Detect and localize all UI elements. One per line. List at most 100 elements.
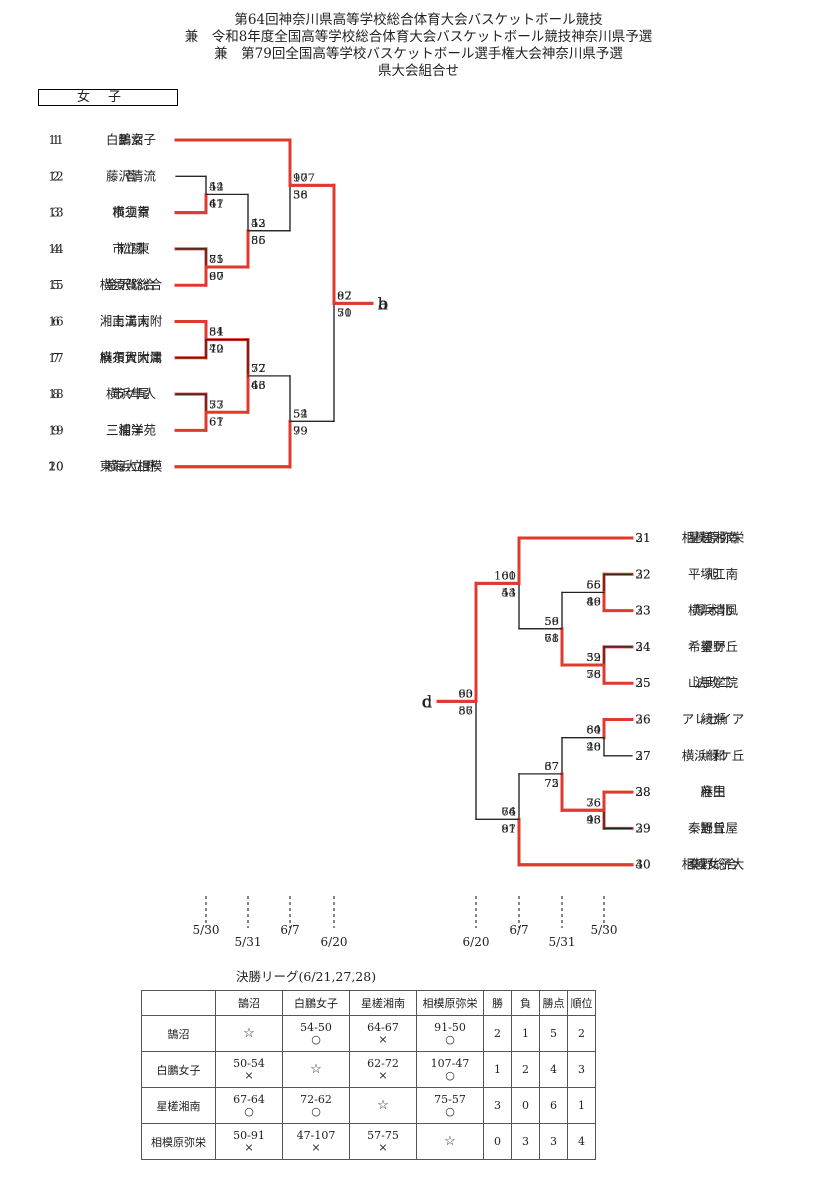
header-title-line-4: 県大会組合せ [378, 63, 459, 79]
team-number: 11 [48, 133, 63, 147]
league-result-mark: ○ [445, 1033, 455, 1046]
score-label: 38 [293, 187, 308, 201]
score-label: 56 [544, 614, 559, 628]
team-name: 相模女子大 [682, 857, 745, 872]
league-wins: 2 [483, 1015, 512, 1052]
score-label: 52 [251, 361, 266, 375]
team-name: 麻生 [700, 784, 725, 799]
league-header-row: 鵠沼白鵬女子星槎湘南相模原弥栄勝負勝点順位 [141, 990, 596, 1016]
league-header-cell: 星槎湘南 [349, 990, 417, 1016]
league-wins: 3 [483, 1087, 512, 1124]
round-date-label: 6/20 [321, 935, 348, 949]
league-score: 50-54 [233, 1057, 265, 1070]
score-label: 82 [337, 288, 352, 302]
team-name: 旭丘 [700, 820, 725, 835]
league-score: 72-62 [300, 1093, 332, 1106]
league-rank: 4 [567, 1123, 596, 1160]
header-title-line-3: 兼 第79回全国高等学校バスケットボール選手権大会神奈川県予選 [214, 46, 623, 62]
score-label: 97 [293, 170, 308, 184]
league-score: 75-57 [434, 1093, 466, 1106]
team-number: 24 [635, 640, 651, 654]
score-label: 81 [209, 252, 224, 266]
league-self-mark: ☆ [243, 1026, 255, 1041]
team-name: 法政二 [694, 675, 732, 690]
team-name: 厚木北 [694, 603, 732, 618]
team-number: 40 [635, 858, 650, 872]
league-result-cell: 91-50○ [416, 1015, 484, 1052]
league-header-cell: 相模原弥栄 [416, 990, 484, 1016]
score-label: 63 [458, 686, 473, 700]
league-score: 107-47 [430, 1057, 470, 1070]
team-number: 14 [48, 242, 64, 256]
league-score: 47-107 [296, 1129, 336, 1142]
team-number: 5 [52, 278, 60, 292]
team-name: 横浜立野 [106, 459, 157, 474]
score-label: 89 [586, 594, 601, 608]
team-name: 旭 [707, 566, 720, 581]
league-title: 決勝リーグ(6/21,27,28) [236, 969, 377, 984]
league-losses: 3 [511, 1123, 540, 1160]
round-date-label: 6/7 [280, 923, 299, 937]
team-name: 横須賀総合 [100, 277, 163, 292]
team-number: 6 [52, 315, 60, 329]
score-label: 46 [586, 594, 601, 608]
team-number: 7 [52, 351, 60, 365]
league-rank: 3 [567, 1051, 596, 1088]
team-number: 35 [635, 676, 650, 690]
block-letter: d [422, 692, 433, 712]
team-number: 30 [635, 858, 650, 872]
league-score: 54-50 [300, 1021, 332, 1034]
team-number: 21 [635, 531, 650, 545]
score-label: 79 [293, 423, 308, 437]
league-score: 67-64 [233, 1093, 265, 1106]
score-label: 107 [293, 170, 315, 184]
team-number: 17 [48, 351, 63, 365]
league-points: 3 [539, 1123, 568, 1160]
score-label: 64 [501, 804, 516, 818]
team-number: 3 [52, 206, 60, 220]
league-team-name: 白鵬女子 [141, 1051, 216, 1088]
league-team-name: 相模原弥栄 [141, 1123, 216, 1160]
team-number: 33 [635, 604, 650, 618]
team-number: 15 [48, 278, 63, 292]
league-points: 5 [539, 1015, 568, 1052]
score-label: 97 [337, 288, 352, 302]
score-label: 40 [209, 342, 224, 356]
score-label: 42 [209, 179, 224, 193]
score-label: 47 [209, 196, 224, 210]
league-score: 62-72 [367, 1057, 399, 1070]
team-number: 20 [48, 460, 63, 474]
team-number: 28 [635, 785, 650, 799]
score-label: 61 [501, 568, 516, 582]
team-name: 金沢総合 [106, 277, 157, 292]
league-wins: 0 [483, 1123, 512, 1160]
score-label: 40 [586, 740, 601, 754]
score-label: 51 [209, 325, 224, 339]
score-label: 28 [586, 740, 601, 754]
team-name: 横浜隼人 [106, 386, 157, 401]
score-label: 76 [501, 804, 516, 818]
score-label: 67 [544, 759, 559, 773]
score-label: 63 [251, 378, 266, 392]
score-label: 81 [501, 821, 516, 835]
score-label: 99 [293, 423, 308, 437]
score-label: 97 [501, 821, 516, 835]
league-result-cell: ☆ [282, 1051, 350, 1088]
score-label: 55 [251, 233, 266, 247]
league-score: 91-50 [434, 1021, 466, 1034]
team-name: 相洋 [118, 422, 143, 437]
league-losses: 2 [511, 1051, 540, 1088]
team-name: 横浜清風 [688, 603, 739, 618]
team-name: 鵠沼 [118, 132, 143, 147]
team-name: 横須賀大津 [100, 350, 163, 365]
league-result-mark: × [378, 1033, 388, 1046]
team-number: 12 [48, 169, 63, 183]
score-label: 78 [586, 667, 601, 681]
team-name: 市立東 [112, 241, 150, 256]
score-label: 61 [209, 414, 224, 428]
score-label: 65 [586, 577, 601, 591]
team-number: 1 [52, 133, 60, 147]
league-result-cell: 75-57○ [416, 1087, 484, 1124]
